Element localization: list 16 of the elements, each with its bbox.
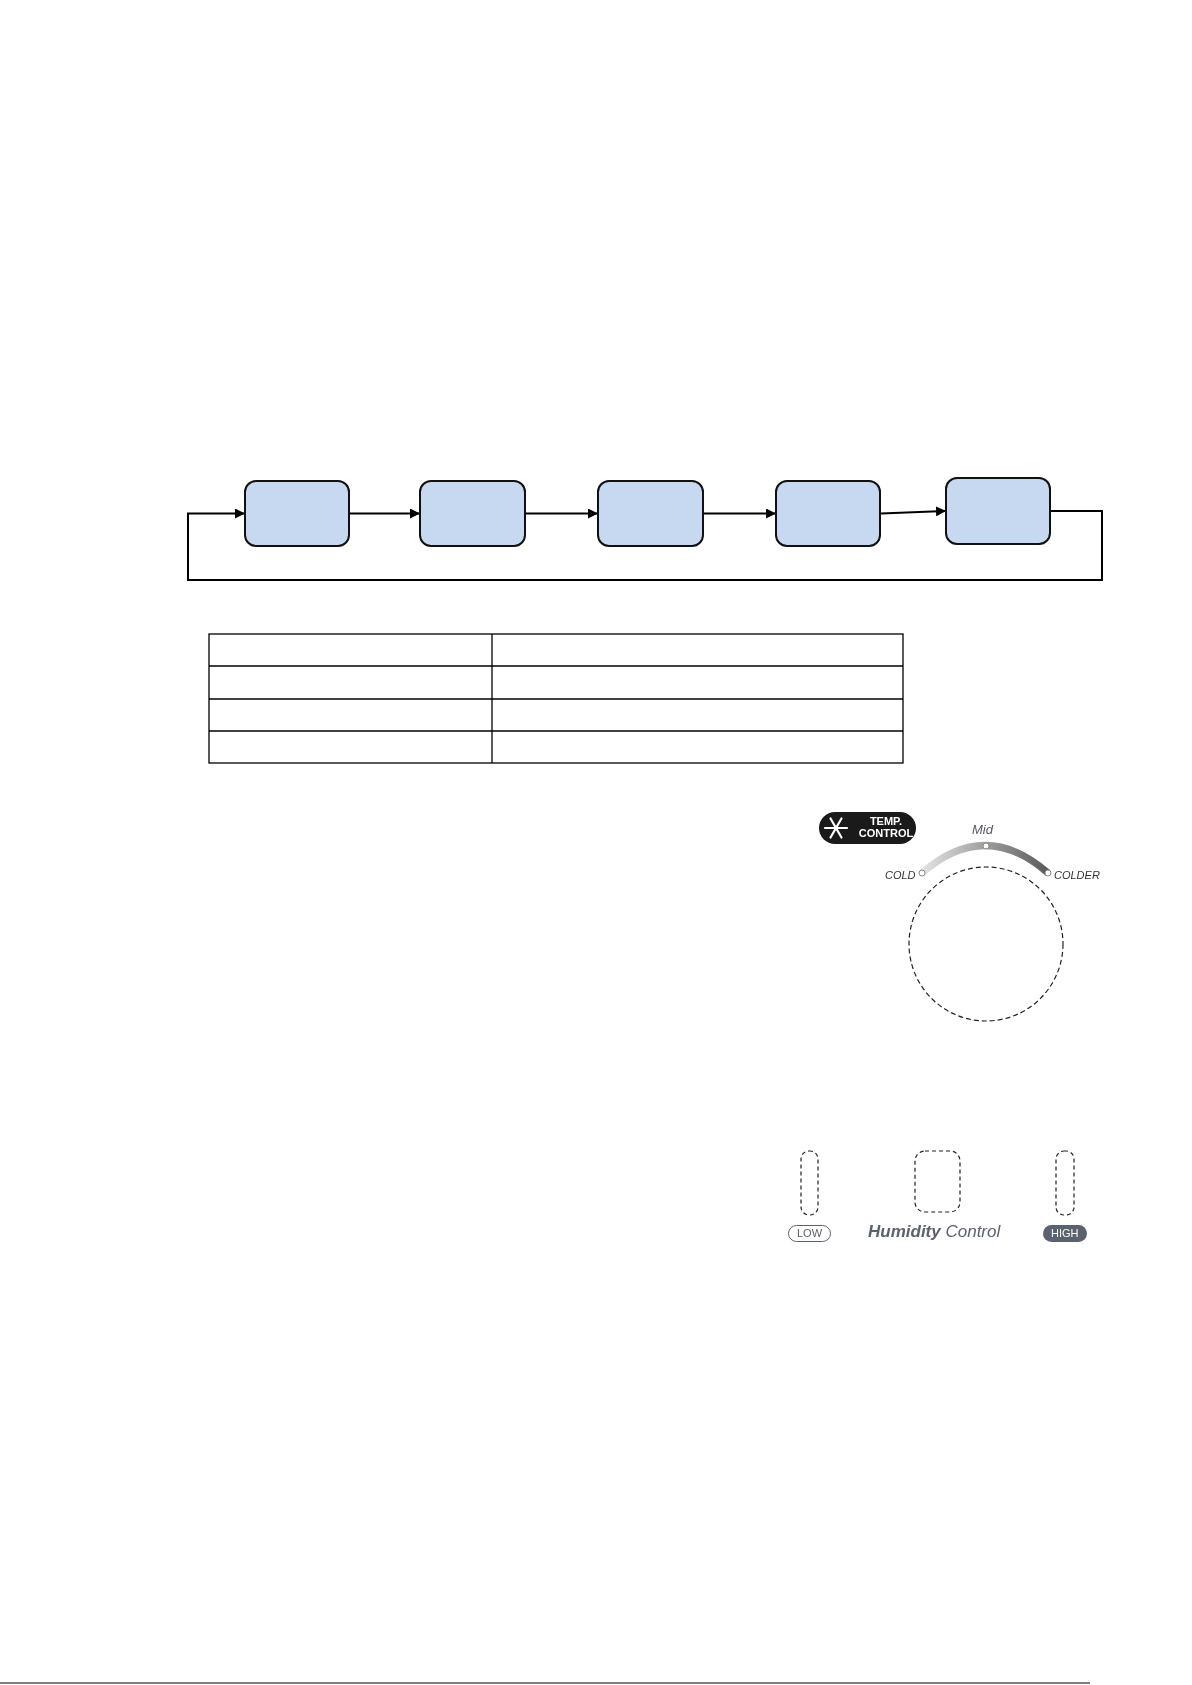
control-title: Humidity Control xyxy=(868,1223,1001,1240)
scale-label: Mid xyxy=(972,823,993,836)
arrow xyxy=(525,508,598,519)
process-box xyxy=(775,480,881,547)
arrow xyxy=(349,508,420,519)
process-box xyxy=(597,480,704,547)
badge-label: TEMP. CONTROL xyxy=(858,815,914,839)
process-box xyxy=(419,480,526,547)
arrow xyxy=(187,508,1103,581)
arrow xyxy=(703,508,776,519)
process-box xyxy=(945,477,1051,545)
scale-label: COLD xyxy=(885,870,916,881)
setting-tag: HIGH xyxy=(1043,1225,1087,1242)
arrow xyxy=(880,506,946,517)
process-box xyxy=(244,480,350,547)
scale-label: COLDER xyxy=(1054,870,1100,881)
